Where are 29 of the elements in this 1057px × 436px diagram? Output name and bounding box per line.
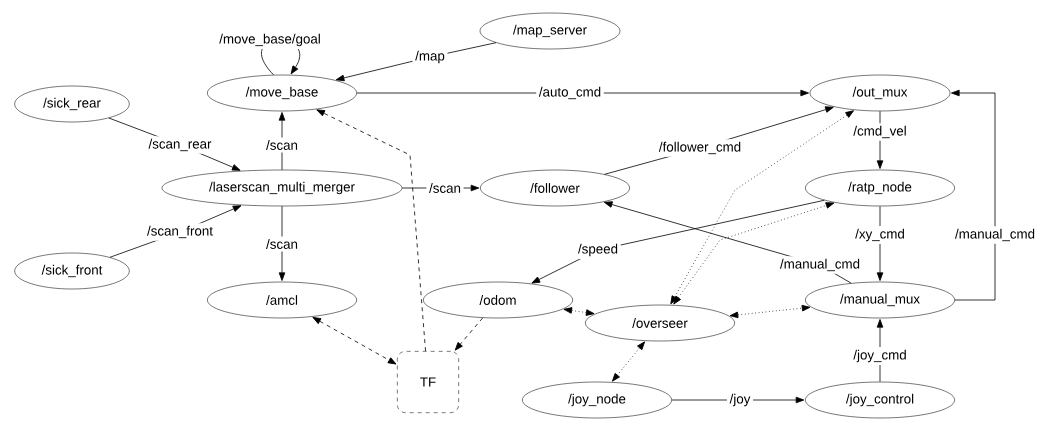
dashed-box: TF	[397, 351, 459, 413]
arrow	[670, 110, 854, 305]
edge-label: /auto_cmd	[536, 84, 604, 102]
edge-label: /manual_cmd	[777, 256, 863, 274]
arrow	[671, 396, 805, 404]
arrow	[531, 199, 825, 284]
edge-label: /joy	[726, 391, 754, 409]
edge-label: /map	[412, 48, 448, 66]
edge-label: /scan	[263, 236, 301, 252]
edge-label: /move_base/goal	[216, 31, 324, 49]
edge-label: /cmd_vel	[850, 123, 910, 141]
arrow	[316, 109, 426, 352]
arrow	[951, 89, 996, 301]
edge-label: /xy_cmd	[852, 226, 908, 244]
arrow	[612, 341, 645, 382]
edge-label: /scan_front	[144, 223, 216, 241]
edge-label: /joy_cmd	[850, 347, 910, 365]
arrow	[673, 202, 835, 305]
edge-label: /manual_cmd	[952, 226, 1038, 244]
edge-label: /follower_cmd	[656, 139, 744, 157]
arrow	[563, 307, 595, 316]
arrow	[312, 316, 397, 365]
edge-label: /speed	[575, 241, 621, 259]
arrow	[278, 112, 286, 171]
arrow	[729, 304, 811, 319]
edge-label: /scan	[426, 180, 464, 196]
edge-label: /scan_rear	[145, 136, 215, 154]
arrow	[454, 317, 484, 351]
edge-label: /scan	[263, 137, 301, 153]
